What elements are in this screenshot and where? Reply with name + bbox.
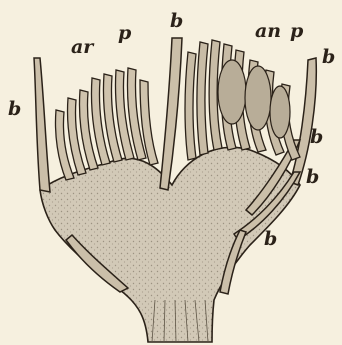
label-b-bottom: b [264, 230, 277, 249]
label-b-right-mid: b [310, 128, 323, 147]
label-b-left: b [8, 100, 21, 119]
label-b-right-low: b [306, 168, 319, 187]
label-p-left: p [118, 24, 131, 43]
label-ar: ar [71, 38, 93, 57]
label-an: an [255, 22, 281, 41]
label-p-right: p [290, 22, 303, 41]
label-b-far-right: b [322, 48, 335, 67]
label-b-top: b [170, 12, 183, 31]
